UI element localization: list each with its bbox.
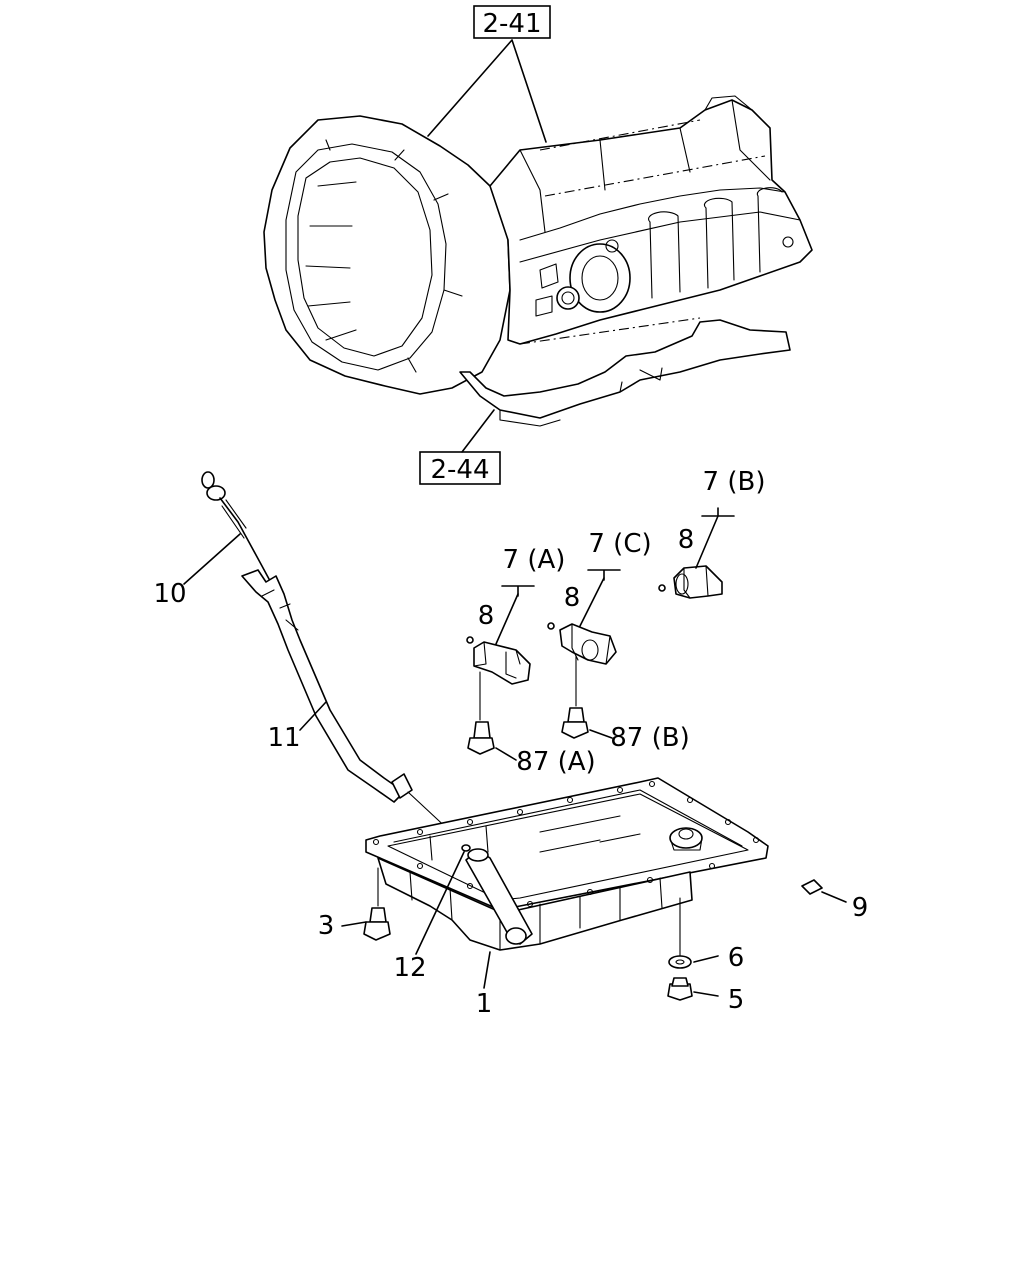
label-6: 6 [728, 943, 745, 973]
label-8c: 8 [564, 583, 581, 613]
drain-assembly [667, 897, 693, 1001]
bolt-87a [467, 671, 495, 755]
label-5: 5 [728, 985, 745, 1015]
tube-oring [461, 844, 471, 852]
label-9: 9 [852, 893, 869, 923]
bolt-87b [561, 655, 589, 739]
transmission-assembly [263, 95, 813, 427]
label-87b: 87 (B) [610, 723, 689, 753]
ref-2-41: 2-41 [427, 5, 551, 143]
label-7c: 7 (C) [588, 529, 651, 559]
solenoid-b [658, 565, 723, 599]
label-8a: 8 [478, 601, 495, 631]
pan-bolt [363, 867, 391, 941]
label-7a: 7 (A) [503, 545, 566, 575]
label-12: 12 [393, 953, 426, 983]
label-11: 11 [267, 723, 300, 753]
solenoid-c [547, 622, 617, 665]
label-10: 10 [153, 579, 186, 609]
label-7b: 7 (B) [703, 467, 766, 497]
dipstick [201, 471, 277, 593]
label-8b: 8 [678, 525, 695, 555]
ref-2-44: 2-44 [419, 409, 501, 485]
ref-2-44-label: 2-44 [430, 455, 489, 485]
ref-2-41-label: 2-41 [482, 9, 541, 39]
filler-tube [241, 569, 413, 803]
oil-pan [365, 777, 769, 951]
label-3: 3 [318, 911, 335, 941]
label-87a: 87 (A) [516, 747, 595, 777]
magnet [801, 879, 823, 895]
solenoid-a [466, 636, 531, 685]
label-1: 1 [476, 989, 493, 1019]
